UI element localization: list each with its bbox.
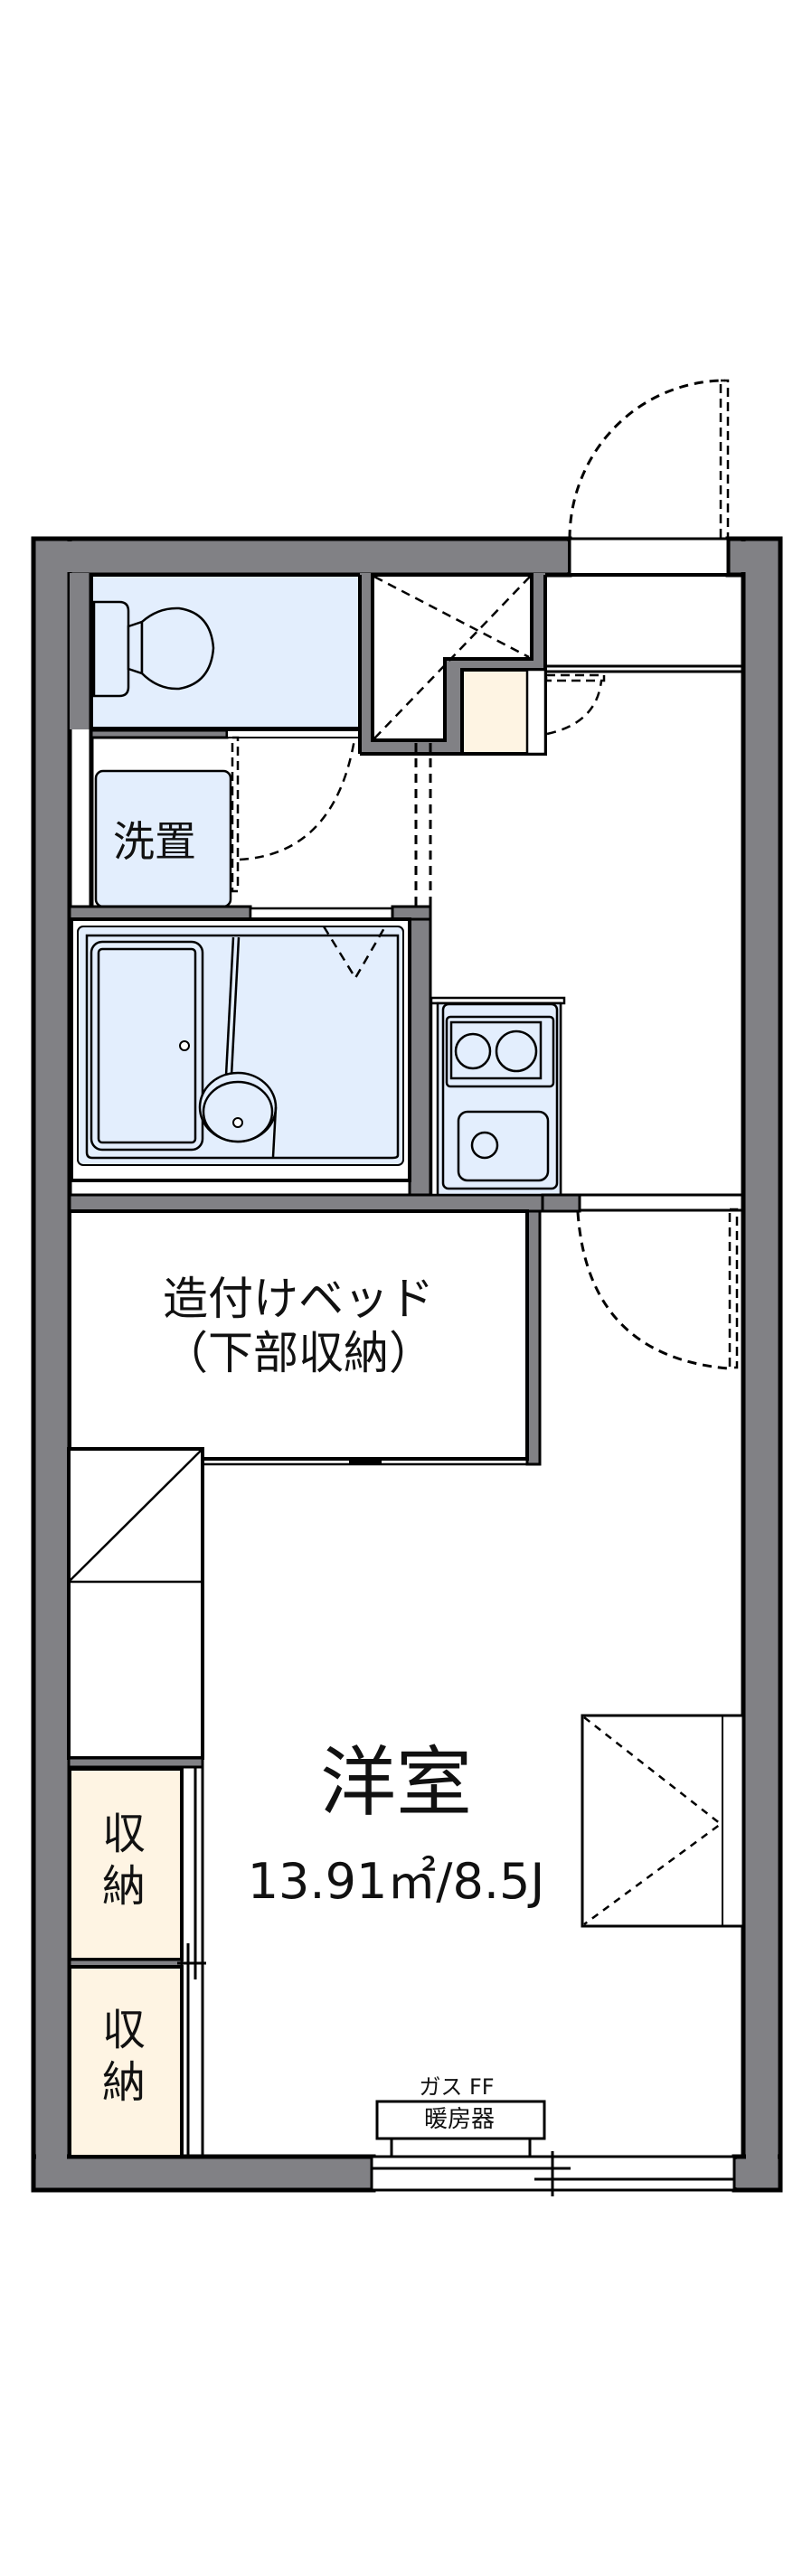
storage-1-char1: 収 [102,1809,146,1859]
room-name-label: 洋室 [319,1738,473,1827]
toilet-icon [92,600,215,698]
room-door[interactable] [525,1193,743,1466]
washroom [94,736,432,919]
room-closet [581,1714,745,1928]
gas-ff-heater [375,2100,546,2157]
bathtub-icon [90,940,204,1152]
entrance-storage [460,668,606,756]
stove-icon [445,1015,555,1088]
washbasin-icon [198,1071,278,1158]
entrance-door[interactable] [568,379,730,577]
heater-caption: ガス FF [419,2074,495,2100]
built-in-bed-label-line1: 造付けベッド [163,1273,434,1325]
built-in-bed [68,1209,529,1468]
window-south[interactable] [370,2151,736,2196]
kitchen [430,996,566,1197]
storage-closets [68,1767,206,2158]
storage-1-label: 収 納 [102,1812,146,1908]
built-in-bed-label-line2: （下部収納） [163,1327,434,1379]
storage-2-char2: 納 [102,2057,146,2108]
shoe-cabinet [358,573,547,756]
unit-bath [70,917,411,1182]
exterior-walls [31,536,783,2193]
heater-label: 暖房器 [423,2106,496,2133]
sink-icon [457,1110,550,1182]
built-in-bed-label: 造付けベッド （下部収納） [163,1276,434,1376]
storage-1-char2: 納 [102,1861,146,1912]
storage-2-char1: 収 [102,2005,146,2055]
storage-2-label: 収 納 [102,2008,146,2104]
washer-space-label: 洗置 [113,817,196,866]
shelf-cabinet [67,1447,204,1769]
room-area-label: 13.91㎡/8.5J [247,1853,545,1910]
